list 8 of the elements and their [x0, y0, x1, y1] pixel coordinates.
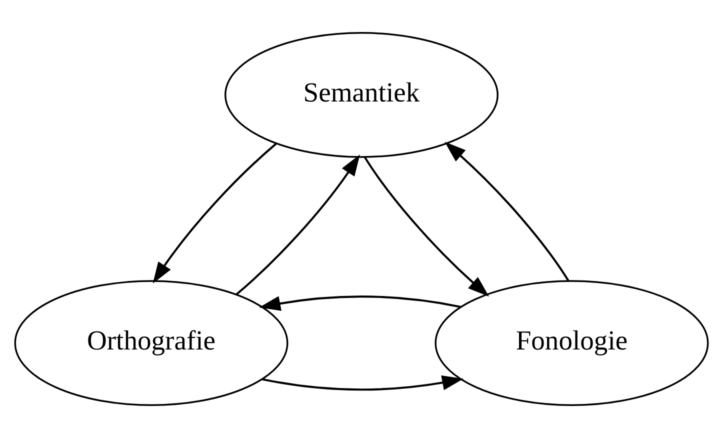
node-ellipse: Orthografie [14, 280, 288, 406]
arrow [152, 143, 277, 284]
arrow [259, 296, 461, 311]
arrow [236, 154, 360, 296]
arrow [262, 375, 464, 391]
node-ellipse: Fonologie [434, 280, 709, 406]
arrow [444, 142, 570, 282]
node-ellipse: Semantiek [224, 32, 498, 158]
